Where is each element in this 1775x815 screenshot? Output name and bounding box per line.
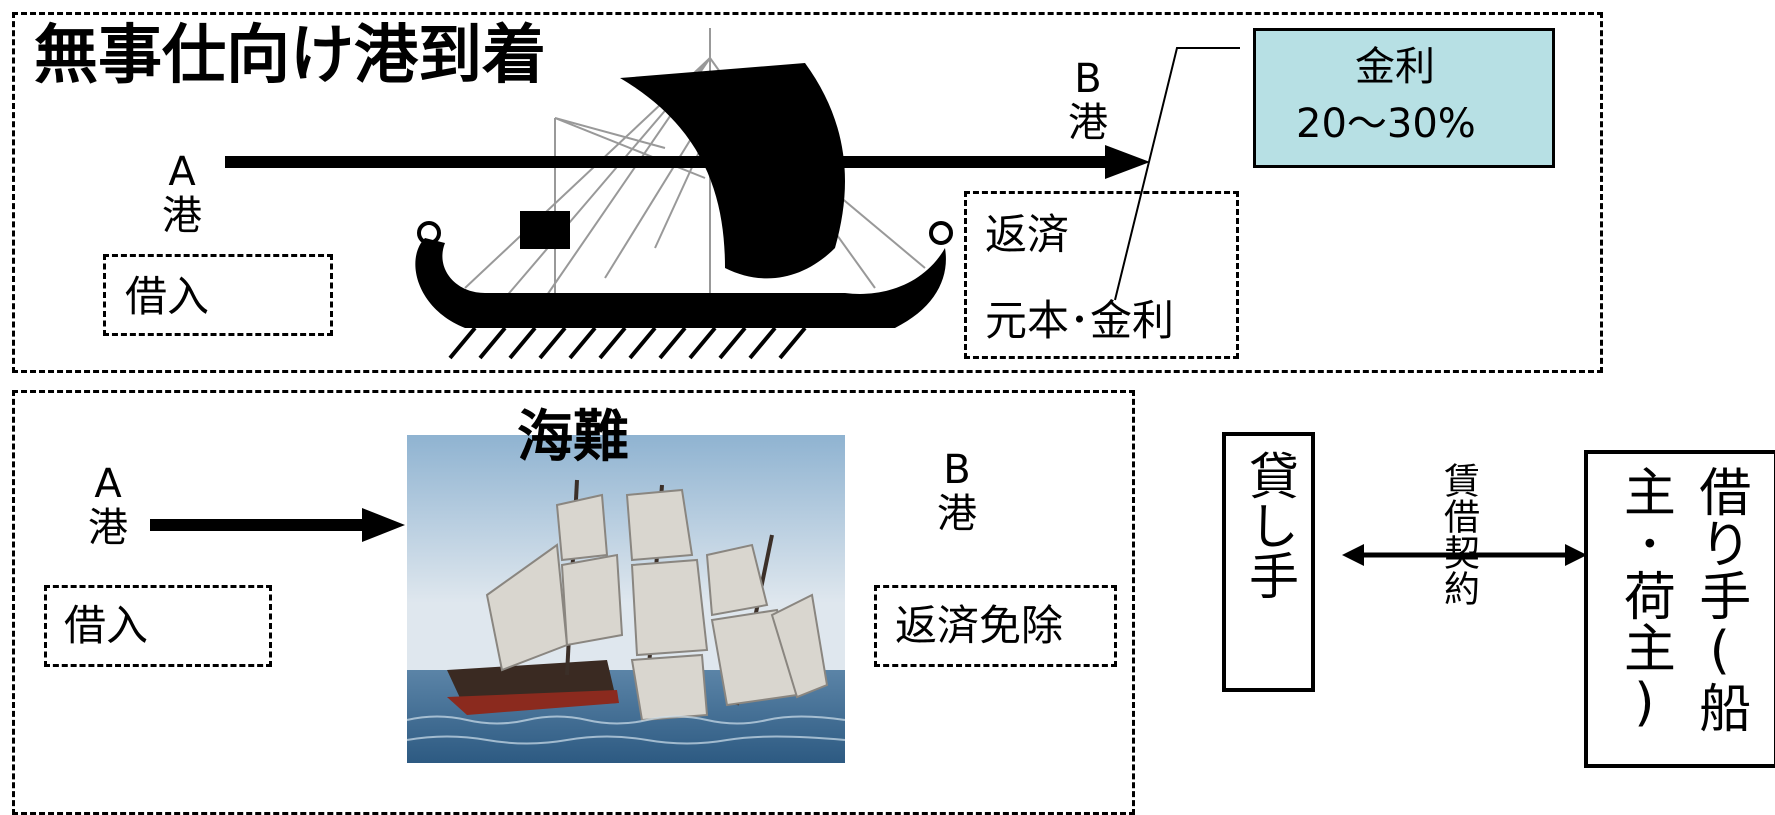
borrower-box (1584, 450, 1775, 768)
lease-contract-label: 賃借契約 (1438, 462, 1479, 606)
safe-arrival-panel (12, 12, 1603, 373)
borrow-label-bottom: 借入 (64, 601, 149, 650)
repayment-exempt-box (874, 585, 1117, 667)
repay-label: 返済 (985, 210, 1070, 259)
port-a-label-top: A 港 (162, 149, 202, 239)
interest-rate-value: 20～30% (1296, 101, 1476, 147)
borrower-label: 借り手(船主･荷主) (1614, 465, 1750, 733)
lender-label: 貸し手 (1241, 450, 1299, 600)
port-a-label-bottom: A 港 (88, 461, 128, 551)
interest-callout-line (1114, 47, 1240, 301)
sinking-ship-image (406, 435, 846, 763)
repay-principal-interest-label: 元本･金利 (985, 296, 1175, 345)
borrow-label-top: 借入 (125, 272, 210, 321)
viking-ship-icon (415, 28, 953, 360)
borrow-box-bottom (44, 585, 272, 667)
interest-label: 金利 (1355, 44, 1435, 90)
route-arrow-bottom (150, 508, 405, 542)
port-b-label-top: B 港 (1068, 56, 1108, 146)
interest-rate-box (1253, 28, 1555, 168)
route-arrow-top (225, 145, 1150, 179)
shipwreck-title: 海難 (517, 405, 629, 470)
contract-double-arrow (1342, 544, 1587, 566)
port-b-label-bottom: B 港 (937, 447, 977, 537)
lender-box (1222, 432, 1315, 692)
borrow-box-top (103, 254, 333, 336)
safe-arrival-title: 無事仕向け港到着 (34, 19, 546, 93)
repay-box (964, 191, 1239, 359)
repayment-exempt-label: 返済免除 (895, 601, 1064, 650)
